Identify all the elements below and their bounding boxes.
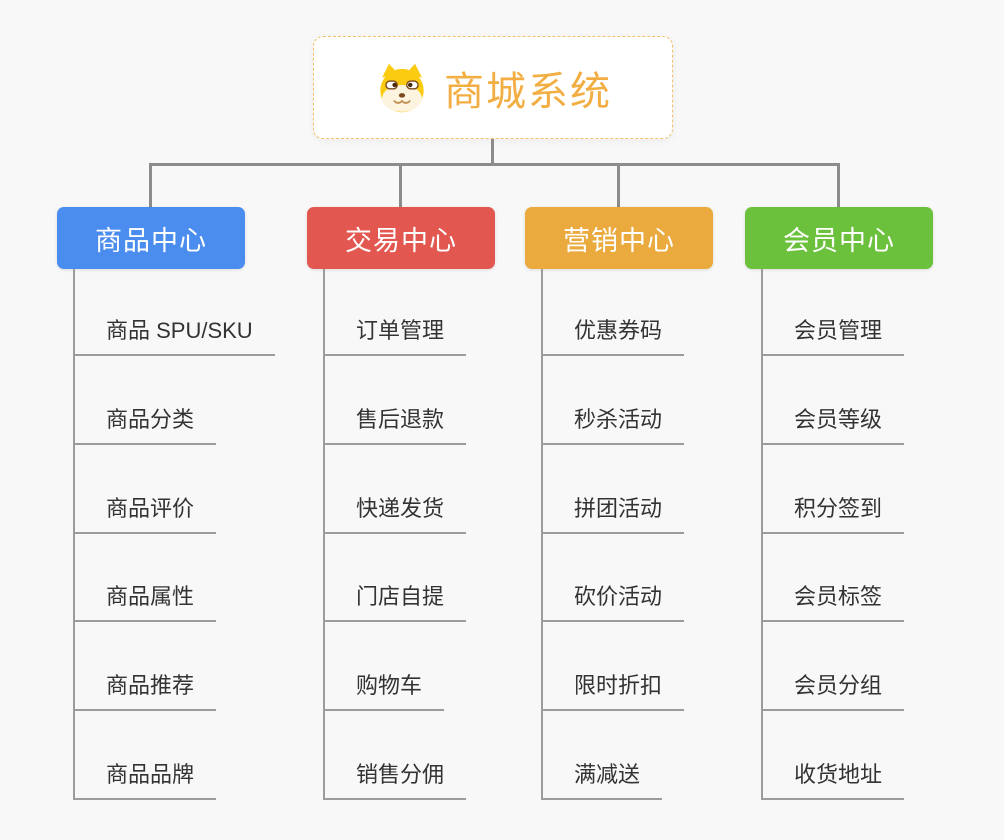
leaf-node[interactable]: 会员标签 — [761, 579, 905, 622]
connector-horizontal-bar — [149, 163, 840, 166]
leaf-node[interactable]: 积分签到 — [761, 491, 905, 534]
leaf-node[interactable]: 会员等级 — [761, 402, 905, 445]
connector-drop-trade — [399, 163, 402, 209]
leaf-node[interactable]: 商品品牌 — [73, 757, 217, 800]
branch-label: 营销中心 — [563, 225, 675, 256]
connector-drop-marketing — [617, 163, 620, 209]
leaf-node[interactable]: 快递发货 — [323, 491, 467, 534]
leaf-node[interactable]: 限时折扣 — [541, 668, 685, 711]
leaf-node[interactable]: 商品属性 — [73, 579, 217, 622]
leaf-node[interactable]: 收货地址 — [761, 757, 905, 800]
leaf-node[interactable]: 购物车 — [323, 668, 445, 711]
branch-node-marketing-center[interactable]: 营销中心 — [525, 207, 713, 269]
connector-subtree-product — [73, 269, 75, 800]
branch-label: 会员中心 — [783, 225, 895, 256]
leaf-node[interactable]: 售后退款 — [323, 402, 467, 445]
leaf-node[interactable]: 销售分佣 — [323, 757, 467, 800]
leaf-node[interactable]: 商品推荐 — [73, 668, 217, 711]
leaf-node[interactable]: 商品分类 — [73, 402, 217, 445]
connector-drop-members — [837, 163, 840, 209]
leaf-node[interactable]: 商品 SPU/SKU — [73, 313, 275, 356]
branch-node-product-center[interactable]: 商品中心 — [57, 207, 245, 269]
connector-subtree-member — [761, 269, 763, 800]
branch-node-member-center[interactable]: 会员中心 — [745, 207, 933, 269]
leaf-node[interactable]: 订单管理 — [323, 313, 467, 356]
connector-subtree-marketing — [541, 269, 543, 800]
branch-node-trade-center[interactable]: 交易中心 — [307, 207, 495, 269]
connector-root-trunk — [491, 139, 494, 164]
branch-label: 商品中心 — [95, 225, 207, 256]
leaf-node[interactable]: 门店自提 — [323, 579, 467, 622]
leaf-node[interactable]: 砍价活动 — [541, 579, 685, 622]
leaf-node[interactable]: 会员管理 — [761, 313, 905, 356]
leaf-node[interactable]: 优惠券码 — [541, 313, 685, 356]
leaf-node[interactable]: 拼团活动 — [541, 491, 685, 534]
leaf-node[interactable]: 会员分组 — [761, 668, 905, 711]
root-title: 商城系统 — [444, 69, 612, 114]
branch-label: 交易中心 — [345, 225, 457, 256]
connector-drop-products — [149, 163, 152, 209]
leaf-node[interactable]: 满减送 — [541, 757, 663, 800]
leaf-node[interactable]: 商品评价 — [73, 491, 217, 534]
connector-subtree-trade — [323, 269, 325, 800]
root-node-mall-system[interactable]: 商城系统 — [313, 36, 673, 139]
dog-face-icon — [380, 63, 424, 112]
leaf-node[interactable]: 秒杀活动 — [541, 402, 685, 445]
